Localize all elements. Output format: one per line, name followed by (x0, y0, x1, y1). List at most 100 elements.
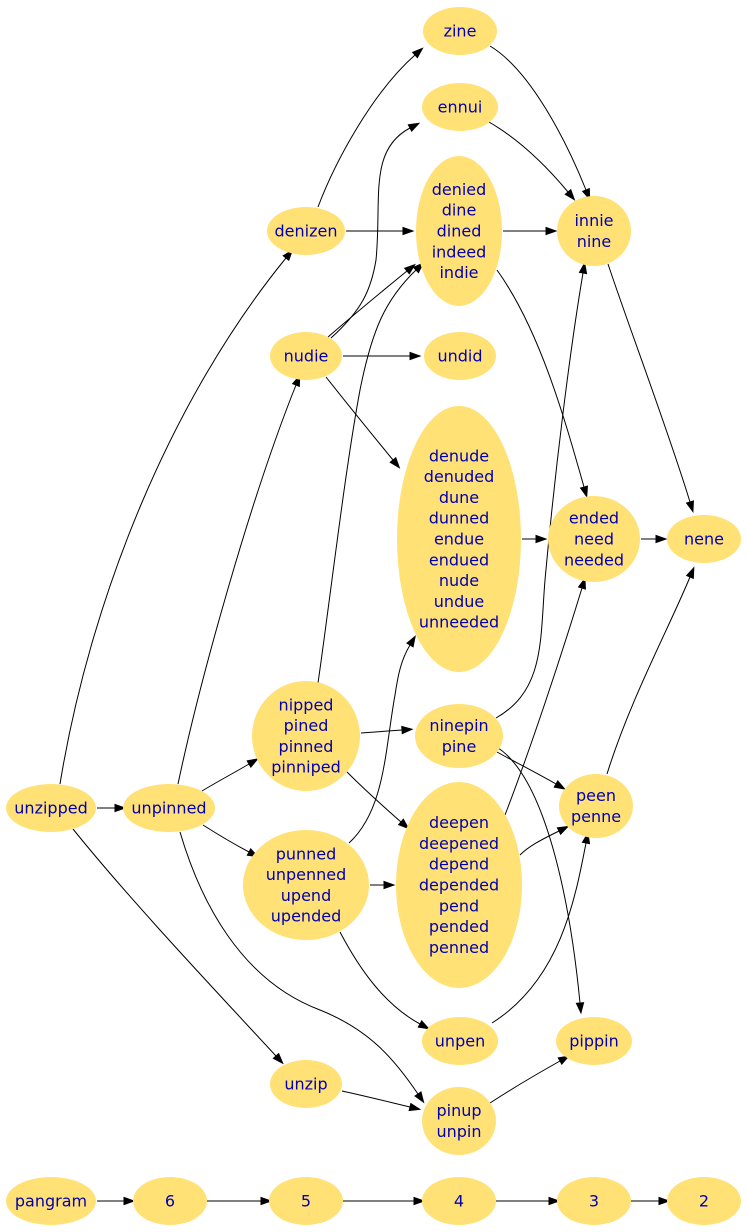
edge-line (59, 257, 287, 785)
node-label: indie (439, 263, 478, 282)
node-label: dine (442, 201, 477, 220)
arrowhead (402, 226, 415, 236)
edge-line (317, 269, 417, 684)
edge-unpinned-to-pinup (179, 831, 425, 1104)
node-ellipse (422, 1177, 496, 1225)
node-label: pend (439, 896, 479, 915)
node-label: unpenned (266, 865, 347, 884)
edge-deepen-to-peen (519, 825, 570, 856)
arrowhead (553, 780, 566, 790)
arrowhead (409, 351, 422, 361)
edge-line (179, 831, 419, 1095)
arrowhead (411, 47, 424, 59)
node-label: 3 (589, 1192, 599, 1211)
edge-zine-to-innie (489, 45, 591, 201)
node-label: depend (429, 855, 489, 874)
node-ellipse (396, 782, 522, 988)
node-label: endue (434, 530, 484, 549)
edge-line (202, 824, 250, 853)
edge-unzipped-to-unzip (72, 828, 284, 1065)
arrowhead (412, 262, 425, 274)
edge-unpinned-to-nipped (201, 758, 259, 792)
arrowhead (685, 500, 694, 513)
node-n2: 2 (667, 1177, 741, 1225)
node-label: denizen (275, 222, 338, 241)
node-unpinned: unpinned (123, 784, 215, 832)
node-ellipse (270, 1060, 342, 1108)
node-ellipse (424, 332, 496, 380)
node-ellipse (422, 1017, 498, 1065)
arrowhead (575, 1002, 585, 1015)
edge-line (317, 54, 416, 208)
node-ellipse (133, 1177, 207, 1225)
edge-d-to-innie (503, 226, 558, 236)
node-ellipse (6, 1177, 96, 1225)
edge-nudie-to-d (327, 263, 416, 338)
edge-n3-to-n2 (631, 1196, 671, 1206)
node-ellipse (557, 1177, 631, 1225)
edge-nudie-to-denude (325, 376, 401, 469)
edge-line (177, 384, 297, 785)
arrowhead (383, 880, 396, 890)
node-label: pangram (15, 1192, 87, 1211)
node-deepen: deependeepeneddependdependedpendpendedpe… (396, 782, 522, 988)
node-ellipse (556, 1017, 632, 1065)
node-label: unpen (435, 1032, 485, 1051)
node-label: dunned (429, 509, 490, 528)
node-pippin: pippin (556, 1017, 632, 1065)
edge-line (327, 270, 408, 338)
edge-line (346, 771, 402, 823)
node-label: 6 (165, 1192, 175, 1211)
edge-line (489, 1060, 561, 1104)
node-ellipse (559, 774, 633, 838)
node-label: penned (429, 938, 489, 957)
node-label: deepened (419, 834, 499, 853)
arrowhead (272, 1052, 284, 1065)
edge-n4-to-n3 (496, 1196, 561, 1206)
node-ellipse (6, 784, 96, 832)
node-label: unzip (284, 1075, 327, 1094)
edge-line (491, 842, 587, 1024)
node-ellipse (667, 1177, 741, 1225)
edge-line (72, 828, 277, 1057)
edge-nudie-to-undid (343, 351, 422, 361)
node-label: zine (444, 22, 477, 41)
node-label: undue (434, 592, 484, 611)
edge-unzip-to-pinup (341, 1090, 422, 1112)
edge-line (325, 376, 394, 461)
arrowhead (123, 1196, 136, 1206)
node-label: nudie (284, 347, 329, 366)
arrowhead (413, 1196, 426, 1206)
node-label: endued (429, 550, 489, 569)
edge-denizen-to-d (346, 226, 415, 236)
arrowhead (407, 122, 421, 133)
node-ellipse (422, 83, 498, 131)
arrowhead (397, 818, 410, 830)
node-layer: zineennuidenieddinedinedindeedindieinnie… (6, 7, 741, 1225)
edge-denude-to-ended (522, 534, 548, 544)
node-n6: 6 (133, 1177, 207, 1225)
edge-unzipped-to-unpinned (97, 803, 127, 813)
node-label: penne (571, 807, 621, 826)
node-label: punned (276, 844, 337, 863)
edge-ninepin-to-innie (495, 261, 588, 719)
node-label: indeed (432, 242, 487, 261)
node-label: pine (442, 737, 477, 756)
node-label: unneeded (419, 613, 499, 632)
arrowhead (401, 725, 414, 735)
node-label: 4 (454, 1192, 464, 1211)
edge-n6-to-n5 (207, 1196, 273, 1206)
arrowhead (535, 534, 548, 544)
edge-unzipped-to-denizen (59, 249, 294, 785)
arrowhead (406, 635, 416, 648)
node-label: innie (574, 211, 613, 230)
arrowhead (389, 456, 401, 469)
node-label: undid (437, 347, 482, 366)
node-label: deepen (429, 813, 489, 832)
edge-nipped-to-d (317, 262, 425, 684)
